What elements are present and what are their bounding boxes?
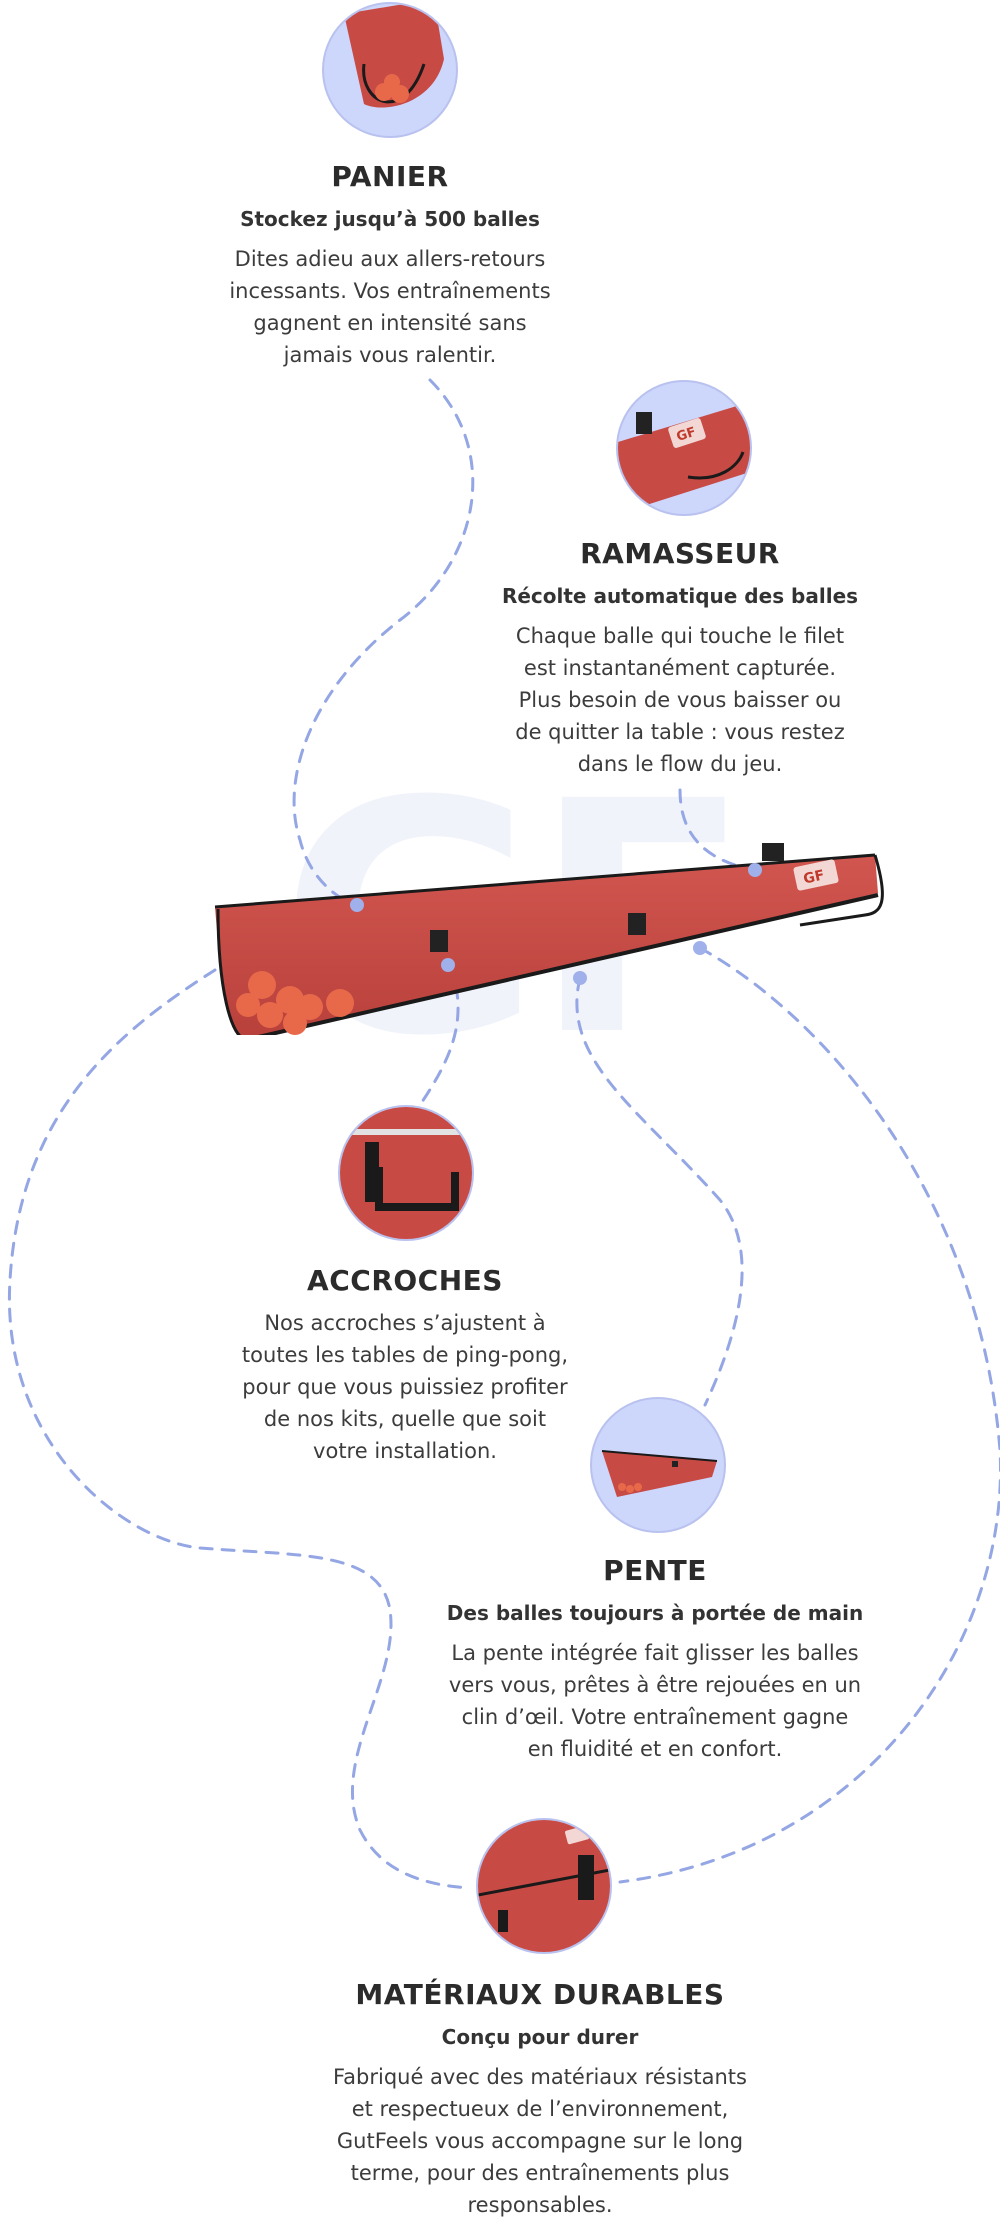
basket-body [215, 855, 878, 1035]
ping-pong-balls [236, 971, 354, 1035]
catcher-closeup-icon: GF [618, 402, 750, 514]
hotspot-dot [693, 941, 707, 955]
brand-badge-on-product: GF [793, 859, 839, 891]
connector-accroches [418, 963, 460, 1107]
hotspot-dot [350, 898, 364, 912]
accroches-thumbnail [338, 1105, 474, 1241]
panier-thumbnail [322, 2, 458, 138]
hotspot-dot [441, 958, 455, 972]
feature-pente: PENTE Des balles toujours à portée de ma… [430, 1554, 880, 1765]
basket-end-frame [799, 854, 884, 927]
hotspot-dot [573, 971, 587, 985]
connector-materiaux-left [7, 968, 472, 1890]
basket-bottom-rim [257, 893, 879, 1035]
product-image-net-basket: GF [214, 843, 884, 1035]
feature-materiaux: MATÉRIAUX DURABLES Conçu pour durer Fabr… [290, 1978, 790, 2221]
hotspot-dot [748, 863, 762, 877]
feature-title: PENTE [603, 1554, 707, 1587]
feature-description: Chaque balle qui touche le filet est ins… [515, 624, 845, 776]
feature-description: Nos accroches s’ajustent à toutes les ta… [241, 1311, 569, 1463]
connector-pente [575, 976, 744, 1407]
feature-title: RAMASSEUR [580, 537, 780, 570]
slope-closeup-icon [601, 1450, 718, 1497]
clip-2 [628, 913, 646, 935]
materiaux-thumbnail [476, 1818, 612, 1954]
feature-title: ACCROCHES [307, 1264, 503, 1297]
feature-subtitle: Récolte automatique des balles [501, 584, 859, 608]
clip-end [762, 843, 784, 861]
material-closeup-icon [478, 1820, 610, 1952]
feature-description: La pente intégrée fait glisser les balle… [448, 1641, 862, 1761]
feature-title: MATÉRIAUX DURABLES [355, 1978, 725, 2011]
connector-ramasseur [678, 788, 757, 872]
connector-materiaux-right [618, 946, 1000, 1884]
pente-thumbnail [590, 1397, 726, 1533]
clip-1 [430, 930, 448, 952]
basket-frame [216, 908, 242, 1035]
connector-panier [292, 378, 475, 907]
svg-text:GF: GF [802, 867, 826, 887]
hook-closeup-icon [340, 1107, 472, 1239]
basket-closeup-icon [344, 4, 444, 108]
basket-top-rim [214, 853, 876, 909]
feature-subtitle: Des balles toujours à portée de main [446, 1601, 864, 1625]
svg-text:GF: GF [675, 425, 698, 445]
feature-description: Dites adieu aux allers-retours incessant… [229, 247, 551, 367]
feature-title: PANIER [331, 160, 449, 193]
feature-subtitle: Conçu pour durer [441, 2025, 639, 2049]
feature-description: Fabriqué avec des matériaux résistants e… [333, 2065, 747, 2217]
feature-ramasseur: RAMASSEUR Récolte automatique des balles… [480, 537, 880, 780]
feature-panier: PANIER Stockez jusqu’à 500 balles Dites … [190, 160, 590, 371]
feature-subtitle: Stockez jusqu’à 500 balles [240, 207, 540, 231]
ramasseur-thumbnail: GF [616, 380, 752, 516]
feature-accroches: ACCROCHES Nos accroches s’ajustent à tou… [205, 1264, 605, 1467]
